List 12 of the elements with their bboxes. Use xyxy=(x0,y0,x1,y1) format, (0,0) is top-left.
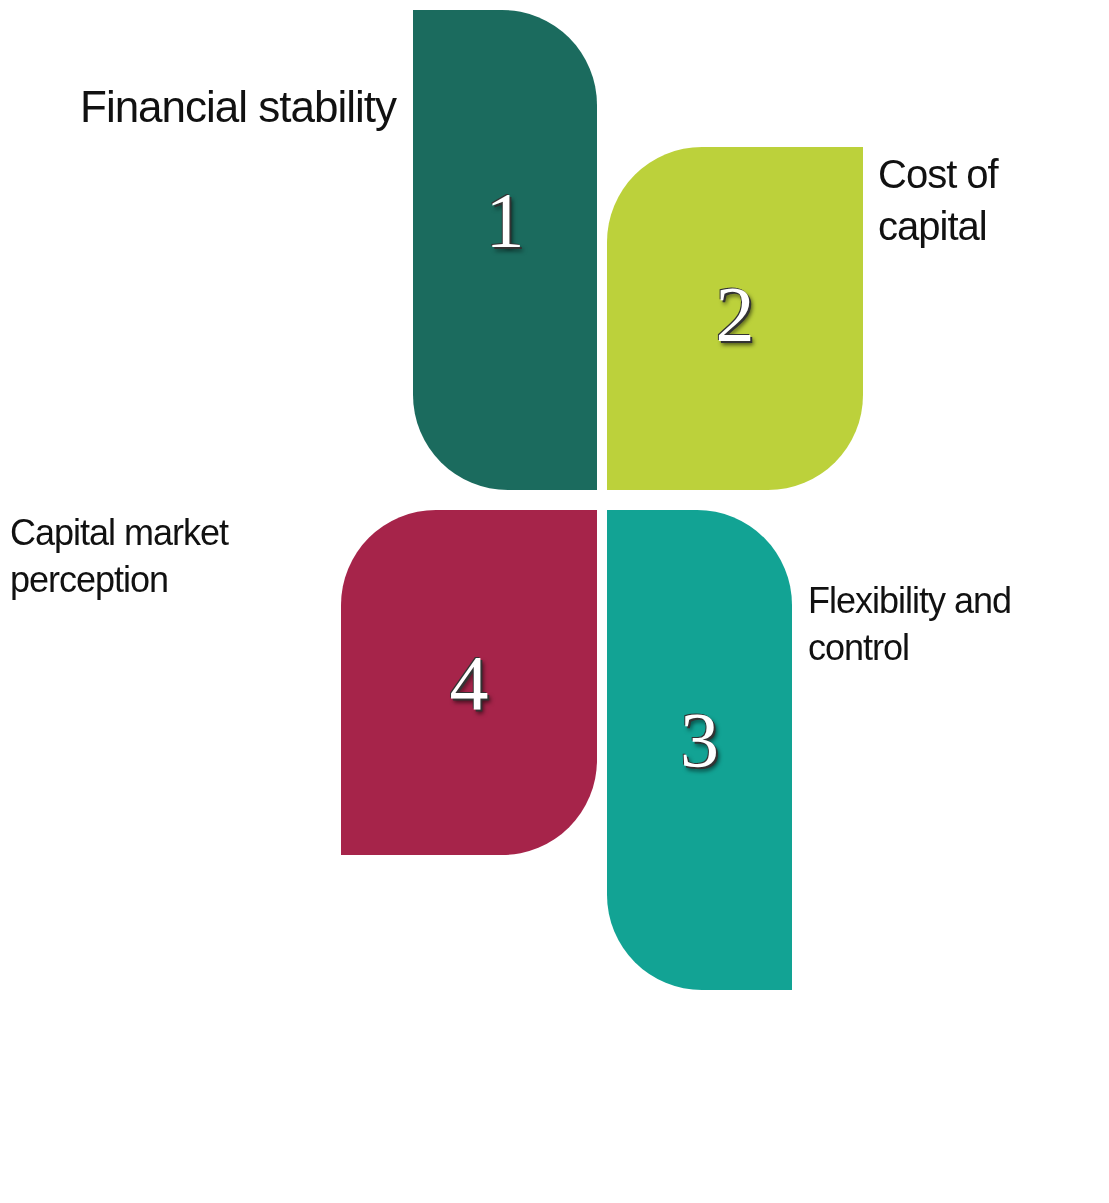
step-number: 1 xyxy=(485,181,525,259)
node-caption: Flexibility and control xyxy=(808,579,1013,670)
leaf-shape xyxy=(607,510,792,990)
leaf-shape xyxy=(413,10,597,490)
step-number: 4 xyxy=(449,643,489,722)
leaf-shape xyxy=(607,147,863,490)
leaf-shape xyxy=(341,510,597,855)
node-caption: Financial stability xyxy=(80,81,398,133)
node-caption: Cost of capital xyxy=(878,151,1000,250)
step-number: 3 xyxy=(680,701,719,779)
step-number: 2 xyxy=(715,274,755,353)
node-caption: Capital market perception xyxy=(10,511,230,602)
